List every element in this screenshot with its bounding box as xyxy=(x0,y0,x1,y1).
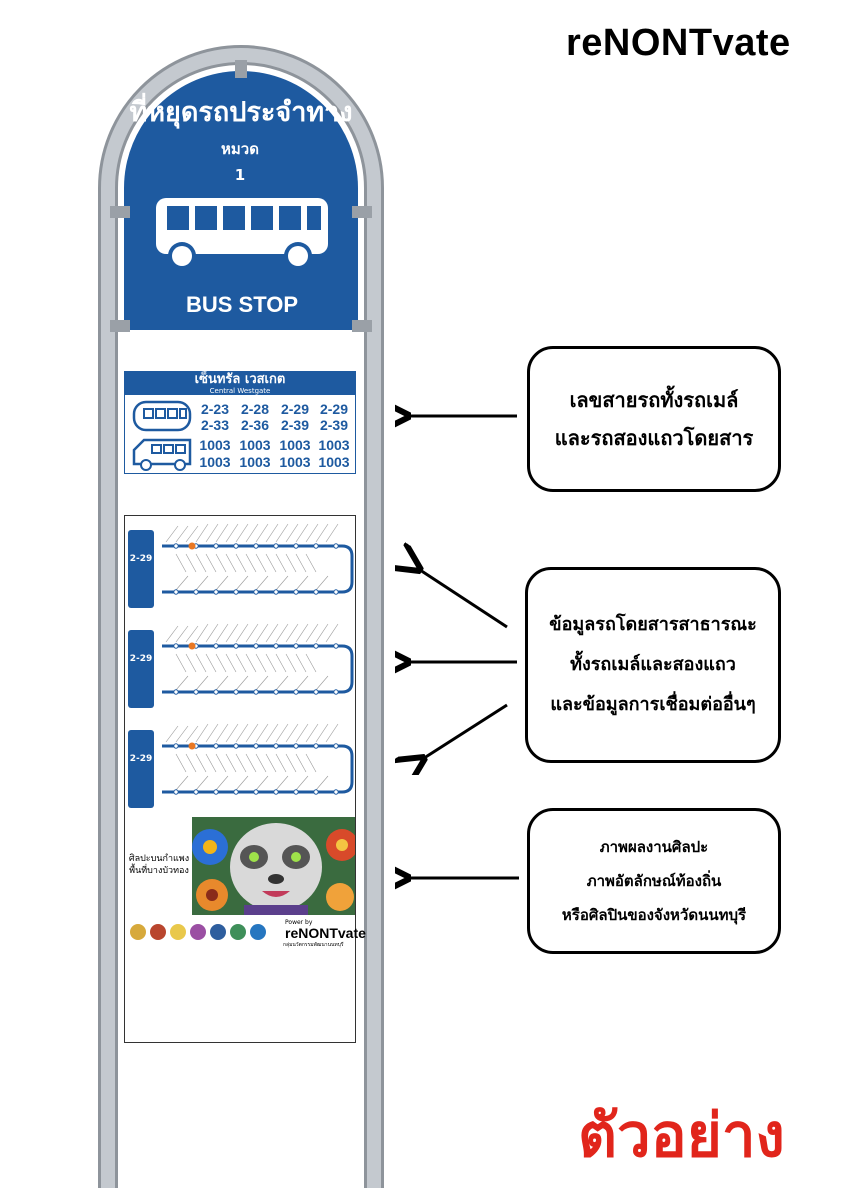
callout-line: เลขสายรถทั้งรถเมล์ xyxy=(569,388,739,412)
stop-name-en: Central Westgate xyxy=(209,387,271,395)
mural-artwork-image xyxy=(192,817,355,915)
callout-arrow-art xyxy=(395,864,519,894)
route-tag-number: 2-29 xyxy=(129,754,153,764)
bus-route-number: 2-39 xyxy=(319,417,349,433)
songthaew-route-number: 1003 xyxy=(199,454,231,470)
route-map-panel xyxy=(124,515,356,1043)
songthaew-route-number: 1003 xyxy=(318,454,350,470)
bus-route-number: 2-29 xyxy=(319,401,349,417)
city-bus-icon xyxy=(132,400,192,432)
callout-line: ภาพอัตลักษณ์ท้องถิ่น xyxy=(586,872,722,890)
powered-by-label: Power by xyxy=(285,919,313,926)
route-tag: 2-29 xyxy=(128,530,154,608)
songthaew-route-number: 1003 xyxy=(279,454,311,470)
bus-stop-sign xyxy=(110,60,372,332)
bus-route-number: 2-33 xyxy=(200,417,230,433)
songthaew-icon xyxy=(132,438,192,471)
sample-watermark-label: ตัวอย่าง xyxy=(578,1101,785,1171)
route-tag: 2-29 xyxy=(128,630,154,708)
powered-by-brand: reNONTvate xyxy=(285,925,366,941)
callout-line: หรือศิลปินของจังหวัดนนทบุรี xyxy=(561,906,747,924)
sign-bus-stop-label: BUS STOP xyxy=(185,292,299,317)
stop-name-th: เซ็นทรัล เวสเกต xyxy=(194,372,286,387)
callout-transit-info: ข้อมูลรถโดยสารสาธารณะ ทั้งรถเมล์และสองแถ… xyxy=(525,567,781,763)
line-diagram xyxy=(162,723,354,795)
bus-route-number: 2-36 xyxy=(240,417,270,433)
songthaew-route-number: 1003 xyxy=(199,437,231,453)
line-diagram xyxy=(162,623,354,695)
callout-artwork: ภาพผลงานศิลปะ ภาพอัตลักษณ์ท้องถิ่น หรือศ… xyxy=(527,808,781,954)
songthaew-route-number: 1003 xyxy=(239,437,271,453)
line-diagram xyxy=(162,523,354,595)
arrow-map-top xyxy=(417,568,508,629)
callout-line: ข้อมูลรถโดยสารสาธารณะ xyxy=(549,614,757,635)
bus-stop-pole xyxy=(98,45,384,1188)
bus-route-number: 2-39 xyxy=(280,417,310,433)
route-tag-number: 2-29 xyxy=(129,654,153,664)
route-line-map: 2-29 xyxy=(126,720,354,812)
stop-name-header: เซ็นทรัล เวสเกต Central Westgate xyxy=(124,371,356,395)
art-caption: ศิลปะบนกำแพง พื้นที่บางบัวทอง xyxy=(128,853,190,877)
art-caption-line: ศิลปะบนกำแพง xyxy=(128,854,190,864)
sign-category-label: หมวด xyxy=(221,140,259,158)
route-tag: 2-29 xyxy=(128,730,154,808)
brand-logo-text: reNONTvate xyxy=(566,22,791,64)
art-caption-line: พื้นที่บางบัวทอง xyxy=(129,866,189,876)
bus-route-number: 2-23 xyxy=(200,401,230,417)
bus-icon xyxy=(156,198,328,270)
callout-line: และข้อมูลการเชื่อมต่ออื่นๆ xyxy=(550,694,756,715)
bus-and-songthaew-icons xyxy=(132,400,192,471)
songthaew-route-number: 1003 xyxy=(239,454,271,470)
arrow-map-bottom xyxy=(421,703,508,760)
callout-route-numbers: เลขสายรถทั้งรถเมล์ และรถสองแถวโดยสาร xyxy=(527,346,781,492)
sign-category-number: 1 xyxy=(234,166,246,184)
sign-title: ที่หยุดรถประจำทาง xyxy=(129,97,353,128)
route-line-map: 2-29 xyxy=(126,520,354,612)
partner-logos xyxy=(130,924,266,940)
callout-arrows xyxy=(395,395,517,775)
callout-line: ภาพผลงานศิลปะ xyxy=(599,838,709,856)
bus-route-number: 2-29 xyxy=(280,401,310,417)
songthaew-route-number: 1003 xyxy=(279,437,311,453)
route-tag-number: 2-29 xyxy=(129,554,153,564)
powered-by-subtitle: กลุ่มนวัตกรรมพัฒนานนทบุรี xyxy=(283,942,344,948)
songthaew-route-number: 1003 xyxy=(318,437,350,453)
callout-line: และรถสองแถวโดยสาร xyxy=(554,426,754,450)
route-line-map: 2-29 xyxy=(126,620,354,712)
bus-route-number: 2-28 xyxy=(240,401,270,417)
callout-line: ทั้งรถเมล์และสองแถว xyxy=(570,654,736,675)
